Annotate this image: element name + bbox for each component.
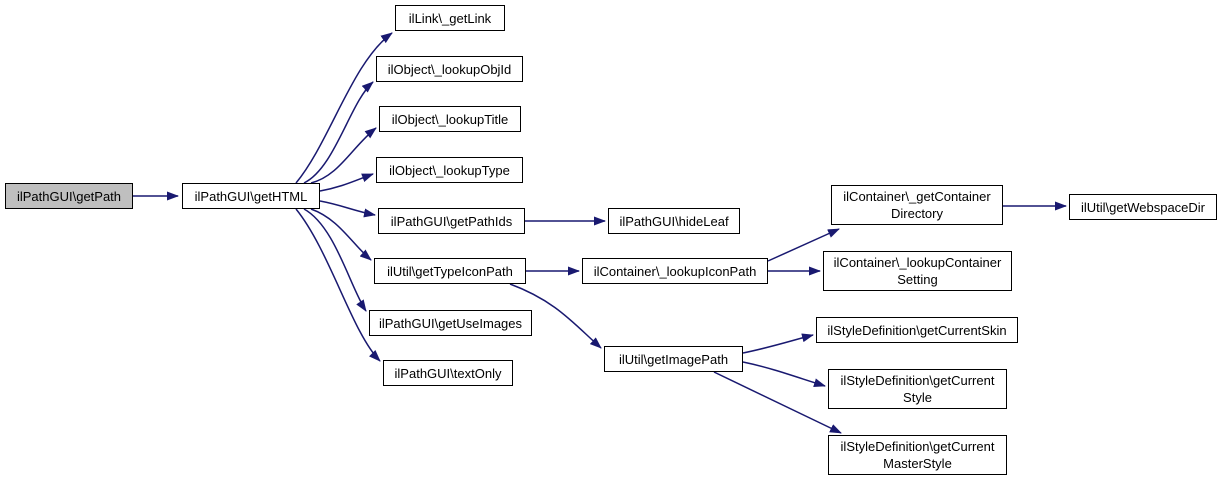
edge-getHTML-lookupType — [319, 173, 374, 192]
edge-getHTML-getTypeIconPath — [310, 208, 372, 261]
node-ilutil-getimagepath[interactable]: ilUtil\getImagePath — [604, 346, 743, 372]
node-ilobject-lookupobjid[interactable]: ilObject\_lookupObjId — [376, 56, 523, 82]
node-ilpathgui-hideleaf[interactable]: ilPathGUI\hideLeaf — [608, 208, 740, 234]
node-ilutil-gettypeiconpath[interactable]: ilUtil\getTypeIconPath — [374, 258, 526, 284]
node-ilutil-getwebspacedir[interactable]: ilUtil\getWebspaceDir — [1069, 194, 1217, 220]
edge-getHTML-getPathIds — [319, 200, 376, 218]
edge-getImagePath-getCurrentStyle — [742, 361, 826, 388]
node-ilobject-lookuptitle[interactable]: ilObject\_lookupTitle — [379, 106, 521, 132]
node-ilpathgui-gethtml[interactable]: ilPathGUI\getHTML — [182, 183, 320, 209]
node-ilcontainer-lookupiconpath[interactable]: ilContainer\_lookupIconPath — [582, 258, 768, 284]
edge-getHTML-lookupObjId — [303, 81, 374, 184]
edge-getHTML-textOnly — [295, 208, 381, 362]
node-ilstyledefinition-getcurrentskin[interactable]: ilStyleDefinition\getCurrentSkin — [816, 317, 1018, 343]
node-ilcontainer-getcontainerdirectory[interactable]: ilContainer\_getContainer Directory — [831, 185, 1003, 225]
node-ilpathgui-textonly[interactable]: ilPathGUI\textOnly — [383, 360, 513, 386]
node-illink-getlink[interactable]: ilLink\_getLink — [395, 5, 505, 31]
edge-getImagePath-getCurrentMasterStyle — [713, 371, 842, 434]
node-ilstyledefinition-getcurrentstyle[interactable]: ilStyleDefinition\getCurrent Style — [828, 369, 1007, 409]
node-ilpathgui-getpathids[interactable]: ilPathGUI\getPathIds — [378, 208, 525, 234]
node-ilobject-lookuptype[interactable]: ilObject\_lookupType — [376, 157, 523, 183]
node-ilpathgui-getpath: ilPathGUI\getPath — [5, 183, 133, 209]
edge-getHTML-getLink — [295, 32, 393, 184]
node-ilcontainer-lookupcontainersetting[interactable]: ilContainer\_lookupContainer Setting — [823, 251, 1012, 291]
node-ilpathgui-getuseimages[interactable]: ilPathGUI\getUseImages — [369, 310, 532, 336]
edge-getTypeIconPath-getImagePath — [509, 283, 602, 349]
edge-lookupIconPath-getContainerDirectory — [767, 228, 840, 262]
node-ilstyledefinition-getcurrentmasterstyle[interactable]: ilStyleDefinition\getCurrent MasterStyle — [828, 435, 1007, 475]
edge-getHTML-getUseImages — [303, 208, 367, 312]
edge-getHTML-lookupTitle — [310, 127, 377, 184]
edge-getImagePath-getCurrentSkin — [742, 333, 814, 354]
